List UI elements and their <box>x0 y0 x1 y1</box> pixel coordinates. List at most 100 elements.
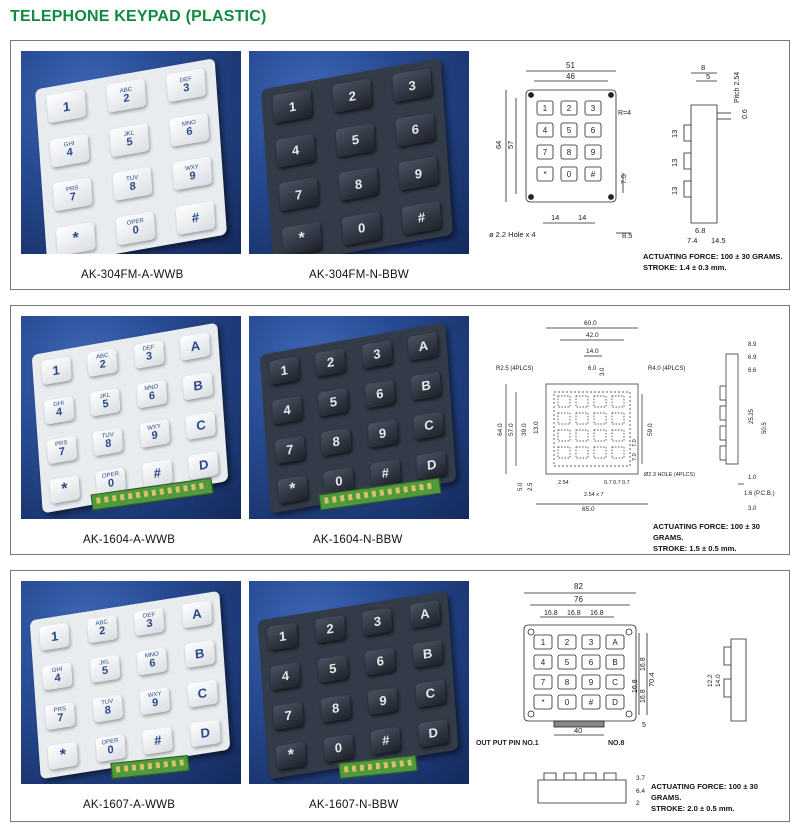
keypad-key[interactable]: A <box>408 331 439 362</box>
dim-text: 2 <box>636 800 640 807</box>
keypad-key[interactable]: * <box>56 221 96 254</box>
keypad-key[interactable]: # <box>142 726 174 756</box>
drawing-key-label: 0 <box>565 698 570 707</box>
keypad-key[interactable]: 9 <box>367 418 398 449</box>
keypad-key[interactable]: 9 <box>367 686 399 716</box>
keypad-key[interactable]: 2 <box>315 347 346 378</box>
dim-text: 60.0 <box>584 320 597 327</box>
keypad-key[interactable]: C <box>185 410 217 441</box>
keypad-key[interactable]: 0 <box>322 733 355 763</box>
keypad-key[interactable]: * <box>275 741 307 771</box>
keypad-key[interactable]: 6 <box>395 112 435 147</box>
keypad-key[interactable]: 7 <box>274 435 306 465</box>
keypad-key[interactable]: B <box>182 371 214 401</box>
keypad-key[interactable]: 5 <box>318 387 349 418</box>
keypad-key[interactable]: A <box>181 599 213 629</box>
dim-text: 2.54 <box>558 480 569 486</box>
keypad-key[interactable]: D <box>417 718 449 748</box>
drawing-key-label: 9 <box>589 678 594 687</box>
keypad-key[interactable]: 5 <box>317 654 349 684</box>
dim-text: 1.6 (P.C.B.) <box>744 491 775 497</box>
keypad-key[interactable]: 2 <box>314 614 346 644</box>
keypad-key[interactable]: # <box>401 200 442 235</box>
keypad-key[interactable]: # <box>175 200 216 235</box>
keypad-key[interactable]: 8 <box>320 427 352 457</box>
keypad-key[interactable]: C <box>414 679 447 709</box>
keypad-key[interactable]: 1 <box>272 89 312 124</box>
keypad-key[interactable]: D <box>188 450 220 481</box>
keypad-key[interactable]: 7 <box>272 701 304 731</box>
keypad-key[interactable]: D <box>416 450 448 481</box>
drawing-key-label: 7 <box>543 148 548 157</box>
drawing-key-label: 8 <box>567 148 572 157</box>
keypad-key[interactable]: 8 <box>320 693 352 724</box>
keypad-key[interactable]: 1 <box>267 622 299 652</box>
keypad-key[interactable]: 5 <box>335 123 375 157</box>
keypad-key[interactable]: * <box>47 741 79 771</box>
drawing-key-label: 1 <box>543 104 548 113</box>
keypad-key[interactable]: 3 <box>392 68 432 103</box>
keypad-key[interactable]: 2 <box>332 78 372 113</box>
actuating-force: ACTUATING FORCE: 100 ± 30 GRAMS. <box>653 522 760 542</box>
keypad-key[interactable]: # <box>370 726 402 756</box>
keypad-key[interactable]: 4 <box>276 133 316 168</box>
keypad-key[interactable]: B <box>184 639 216 669</box>
keypad-key[interactable]: 1 <box>39 622 71 652</box>
keypad-key[interactable]: 0 <box>342 211 382 245</box>
keypad-key[interactable]: 4 <box>269 661 302 691</box>
keypad-key[interactable]: 3 <box>361 607 394 637</box>
keypad-key[interactable]: 9 <box>398 156 438 191</box>
drawing-key <box>584 122 602 138</box>
keypad-key[interactable]: * <box>282 221 322 254</box>
keypad-key[interactable]: B <box>410 371 442 401</box>
keypad-key[interactable]: 1 <box>268 355 300 386</box>
keypad-key[interactable]: * <box>49 474 80 505</box>
keypad-key[interactable]: * <box>277 474 308 505</box>
keypad-key[interactable]: 8 <box>339 167 379 201</box>
keypad-key[interactable]: 3 <box>361 339 393 370</box>
keypad-key[interactable]: D <box>189 718 221 748</box>
model-label: AK-1604-N-BBW <box>313 534 403 546</box>
keypad-key[interactable]: A <box>180 331 211 362</box>
keypad-key[interactable]: C <box>186 679 219 709</box>
keypad-key[interactable]: 4 <box>271 395 303 426</box>
keypad-key[interactable]: 1 <box>46 89 86 124</box>
keypad-key[interactable]: B <box>412 639 444 669</box>
model-label: AK-1604-A-WWB <box>83 534 176 546</box>
keypad-key[interactable]: 7 <box>279 177 319 212</box>
drawing-key-label: # <box>589 698 594 707</box>
drawing-key-label: 9 <box>591 148 596 157</box>
keypad-key[interactable]: 6 <box>364 646 396 677</box>
keypad-key[interactable]: C <box>413 410 445 441</box>
keypad-key[interactable]: 1 <box>40 355 72 386</box>
keypad-key[interactable]: 6 <box>364 379 396 409</box>
keypad-key[interactable]: A <box>409 599 441 629</box>
